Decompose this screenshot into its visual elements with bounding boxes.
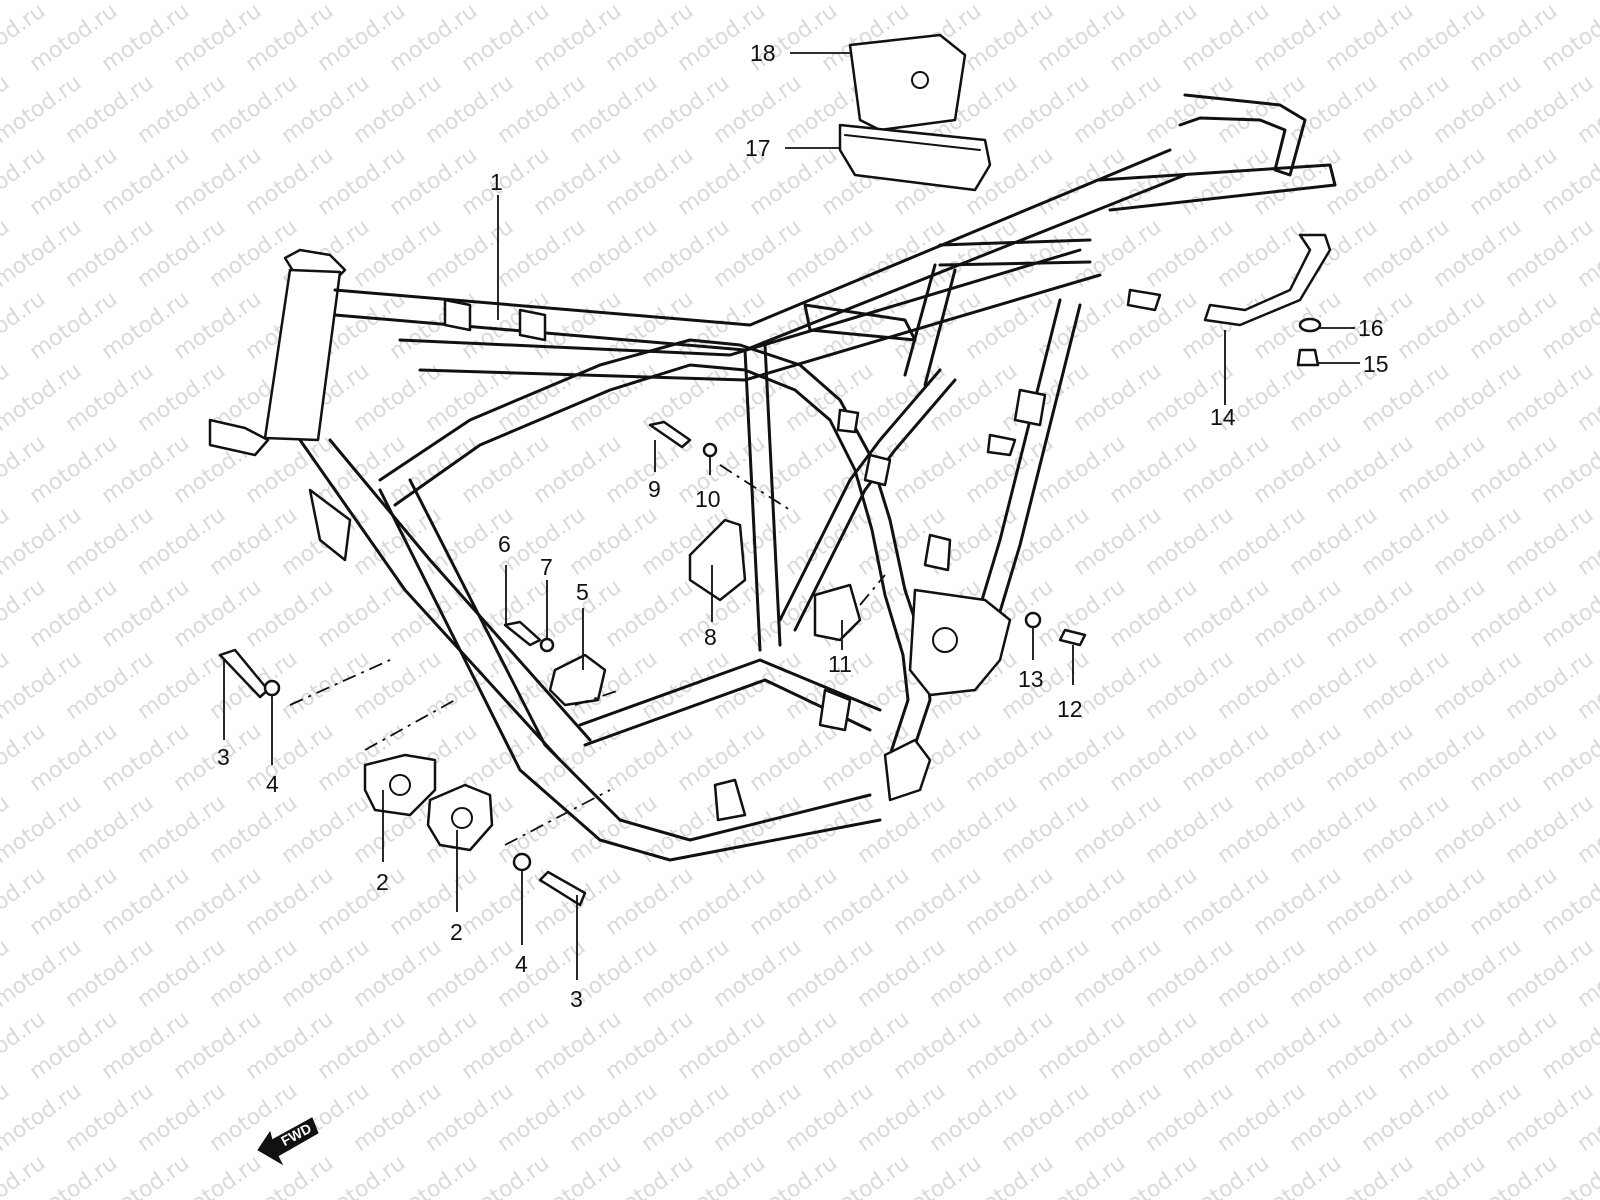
part-7-nut: [539, 637, 555, 653]
callout-14: 14: [1210, 404, 1236, 430]
callout-2a: 2: [376, 869, 389, 895]
callout-10: 10: [695, 486, 721, 512]
part-4a-nut: [263, 679, 281, 697]
part-3b-bolt: [538, 870, 587, 907]
leader-lines: [223, 52, 1360, 980]
arrow-left-icon: [257, 1117, 319, 1166]
callout-15: 15: [1363, 351, 1389, 377]
part-8-bracket: [688, 518, 747, 602]
part-5-bracket: [548, 653, 607, 707]
part-18-seat-cover: [848, 33, 967, 132]
callout-17: 17: [745, 135, 771, 161]
part-6-bolt: [503, 620, 542, 647]
callout-9: 9: [648, 476, 661, 502]
part-2b-engine-mount: [426, 783, 494, 852]
callout-3b: 3: [570, 986, 583, 1012]
callout-8: 8: [704, 624, 717, 650]
callout-1: 1: [490, 169, 503, 195]
part-12-bolt: [1058, 628, 1087, 647]
callout-13: 13: [1018, 666, 1044, 692]
part-15-bolt: [1296, 348, 1320, 367]
callout-12: 12: [1057, 696, 1083, 722]
watermark-text: motod.ru: [0, 1151, 50, 1200]
callout-7: 7: [540, 554, 553, 580]
part-11-bracket: [813, 583, 862, 642]
callout-2b: 2: [450, 919, 463, 945]
callout-4b: 4: [515, 951, 528, 977]
callout-labels: 18 17 1 16 15 14 9 10 6 7 5 8 11 13 12 3…: [217, 40, 1389, 1012]
part-4b-nut: [512, 852, 532, 872]
part-16-washer: [1298, 317, 1322, 333]
callout-3a: 3: [217, 744, 230, 770]
part-13-nut: [1024, 611, 1042, 629]
part-10-nut: [702, 442, 718, 458]
callout-11: 11: [828, 651, 852, 677]
part-9-bolt: [648, 420, 692, 449]
callout-6: 6: [498, 531, 511, 557]
callout-16: 16: [1358, 315, 1384, 341]
callout-5: 5: [576, 579, 589, 605]
callout-18: 18: [750, 40, 776, 66]
part-14-bracket: [1203, 233, 1332, 327]
motorcycle-frame: [208, 93, 1337, 862]
assembly-lines: [289, 464, 886, 846]
watermark-text: motod.ru: [1573, 0, 1600, 5]
callout-4a: 4: [266, 771, 279, 797]
part-17-tool-tray: [838, 123, 992, 192]
